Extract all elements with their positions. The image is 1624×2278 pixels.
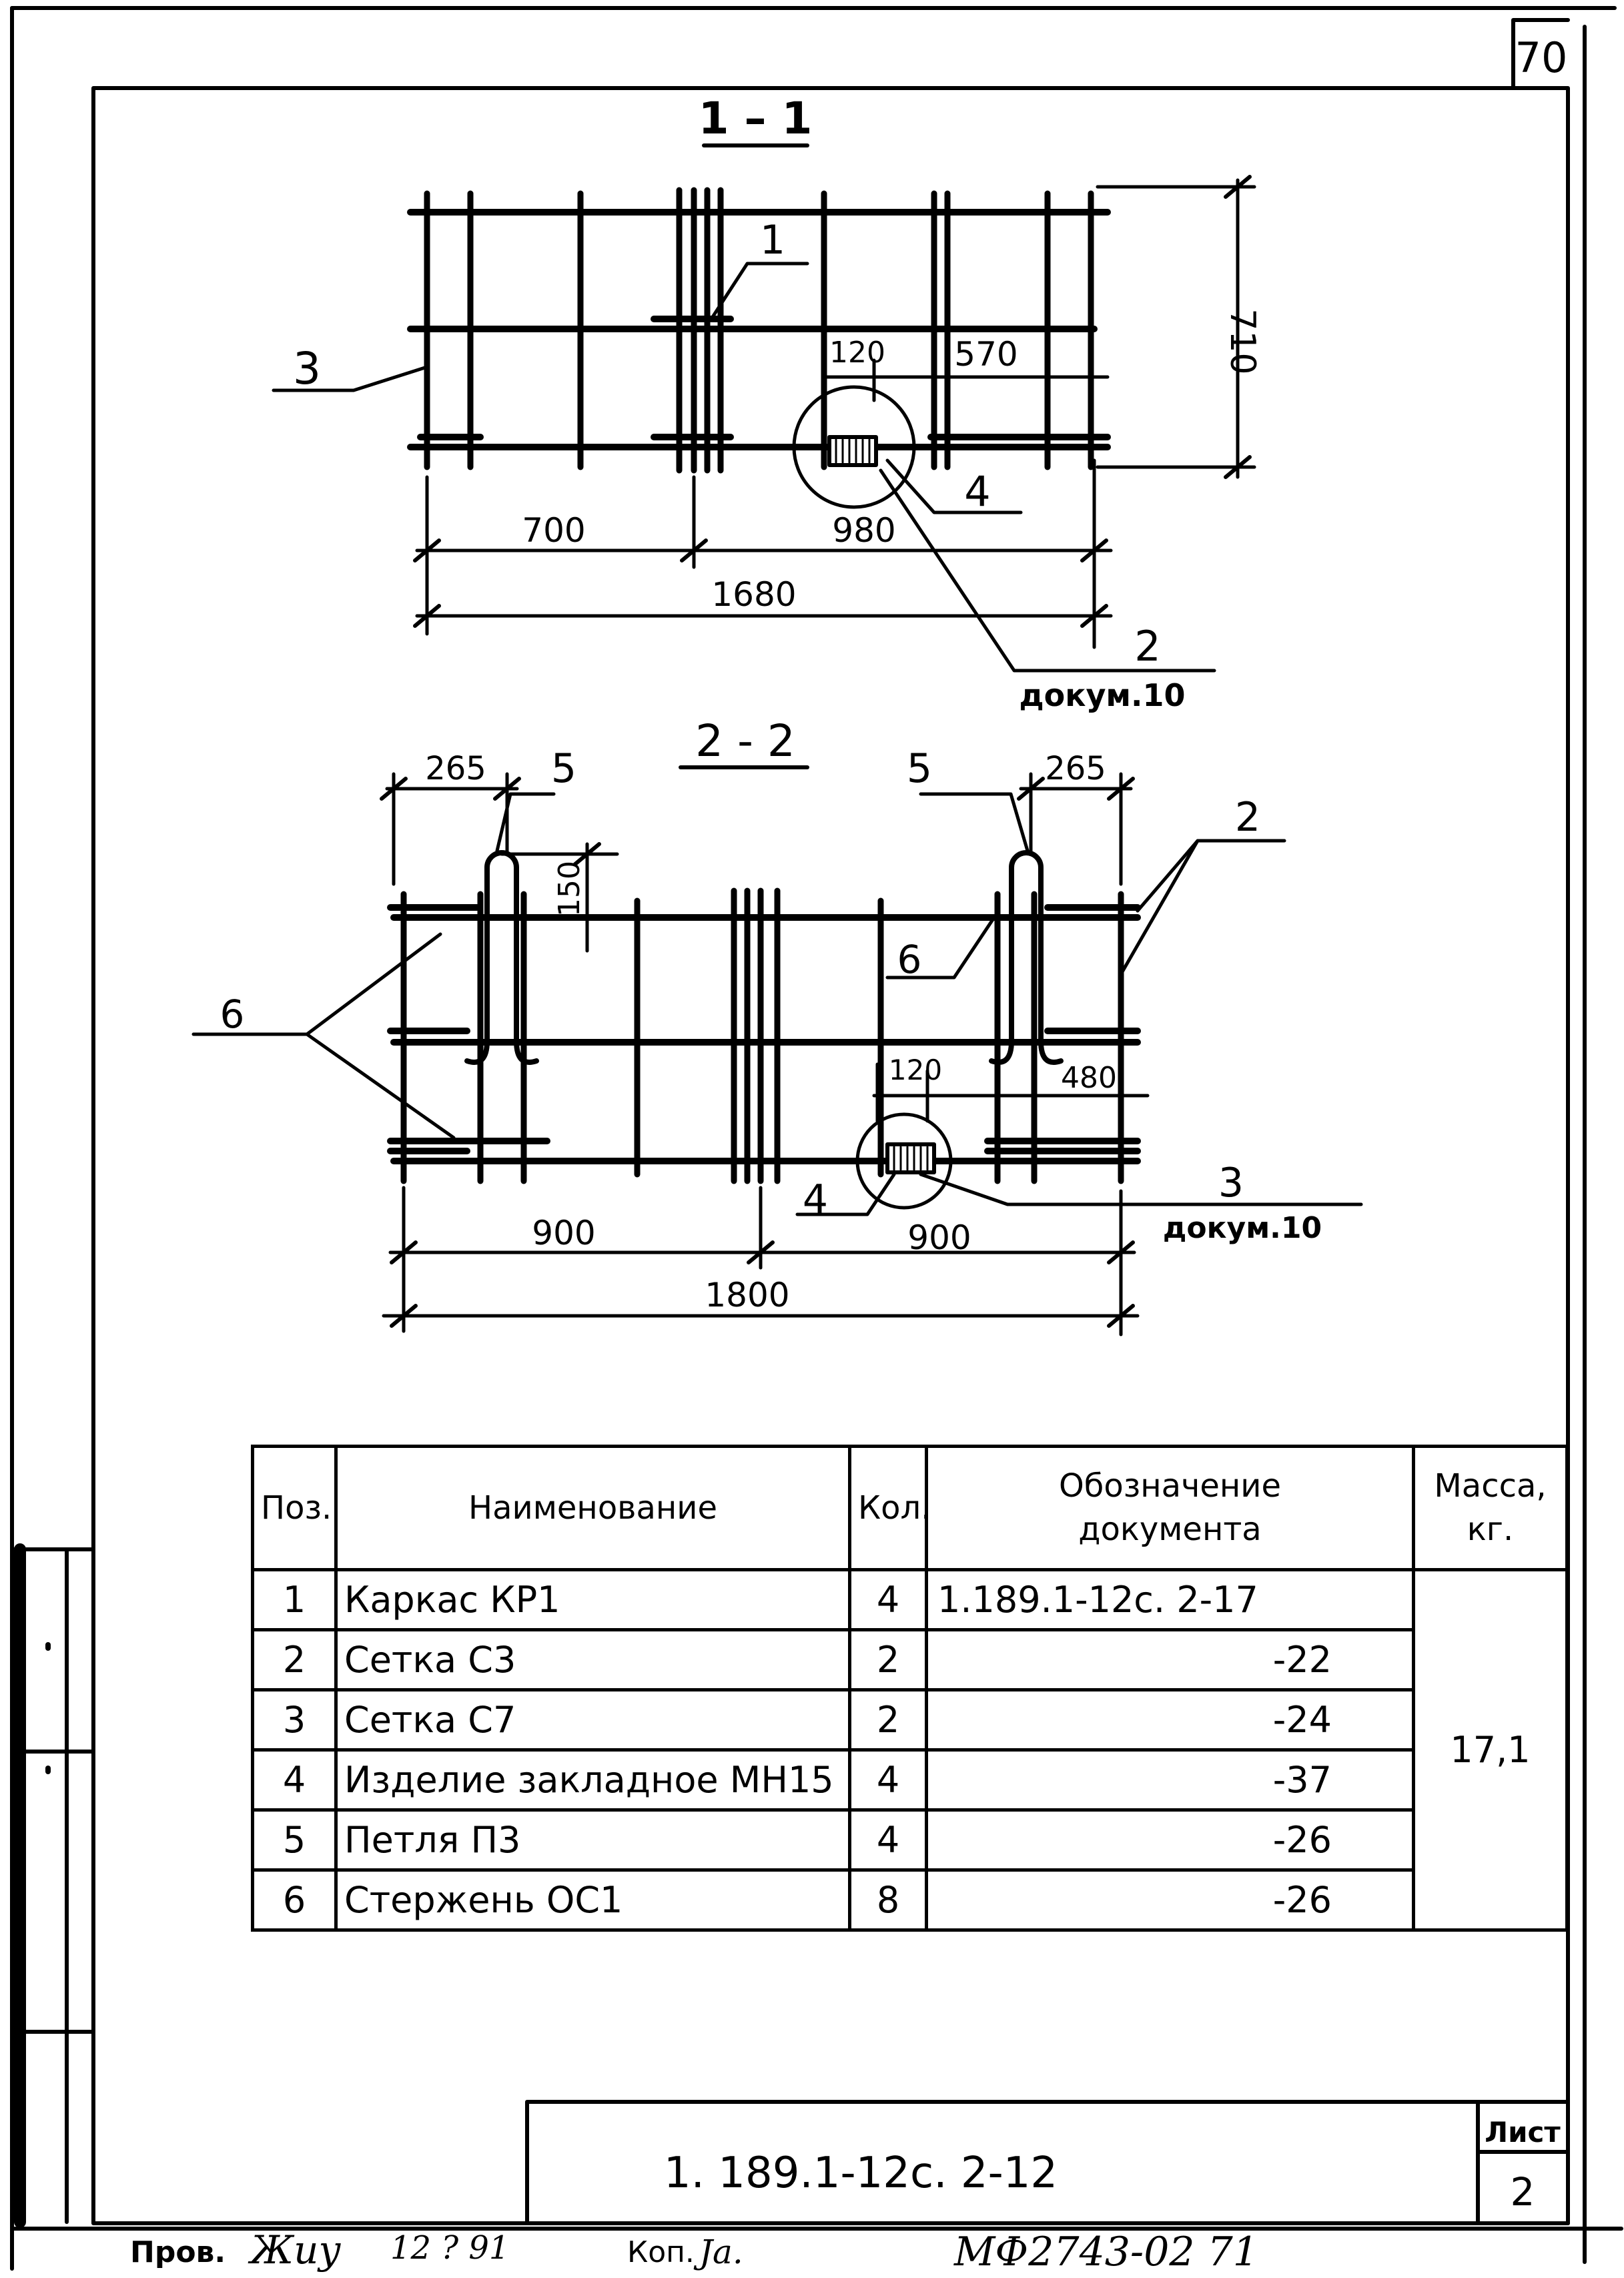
section-2-2-vertical-bars <box>400 887 1124 1184</box>
callout-embedded-2: 4 <box>803 1176 828 1223</box>
copy-signature: Ja. <box>693 2233 743 2271</box>
copy-label: Коп. <box>627 2235 695 2269</box>
section-2-2-embedded-plate <box>855 1112 953 1210</box>
dim-right-loop: 265 <box>1045 750 1106 787</box>
sheet-label: Лист <box>1485 2116 1561 2149</box>
row-name: Каркас КР1 <box>334 1568 851 1631</box>
document-designation: 1. 189.1-12с. 2-12 <box>664 2149 1058 2198</box>
dim-total-2: 1800 <box>705 1276 789 1314</box>
row-pos: 5 <box>251 1808 338 1872</box>
row-qty: 4 <box>848 1568 928 1631</box>
dim-loop-height: 150 <box>552 861 586 917</box>
row-qty: 4 <box>848 1748 928 1812</box>
dim-span-left-2: 900 <box>532 1214 595 1252</box>
row-document: -24 <box>925 1688 1415 1752</box>
sheet-number: 2 <box>1511 2169 1535 2215</box>
callout-loop-right: 5 <box>907 745 932 792</box>
drawing-labels: 70 1 – 1 1 3 120 570 710 4 700 980 1680 … <box>130 33 1567 2275</box>
row-document: -37 <box>925 1748 1415 1812</box>
section-1-1-title: 1 – 1 <box>699 93 813 144</box>
section-1-1-leader-lines <box>272 262 1216 673</box>
row-name: Сетка С3 <box>334 1628 851 1691</box>
callout-detail-number-2: 3 <box>1218 1160 1244 1206</box>
row-qty: 2 <box>848 1688 928 1752</box>
row-qty: 4 <box>848 1808 928 1872</box>
row-pos: 6 <box>251 1868 338 1932</box>
table-row: 5 Петля П3 4 -26 <box>251 1808 1567 1872</box>
callout-detail-document-2: докум.10 <box>1163 1211 1322 1245</box>
section-2-2-horizontal-bars <box>387 904 1141 1164</box>
section-2-2-dimension-lines <box>380 772 1150 1337</box>
row-name: Петля П3 <box>334 1808 851 1872</box>
callout-loop-left: 5 <box>551 745 576 792</box>
checked-date: 12 ? 91 <box>390 2229 509 2267</box>
table-row: 3 Сетка С7 2 -24 <box>251 1688 1567 1752</box>
callout-mesh-3: 3 <box>293 343 321 394</box>
table-header-row: Поз. Наименование Кол. Обозначение докуме… <box>251 1445 1569 1571</box>
header-name: Наименование <box>334 1445 851 1571</box>
dim-offset: 120 <box>829 336 885 370</box>
dim-total: 1680 <box>711 575 796 614</box>
header-mass: Масса, кг. <box>1412 1445 1569 1571</box>
row-qty: 8 <box>848 1868 928 1932</box>
dim-span-right: 980 <box>832 511 895 550</box>
row-name: Сетка С7 <box>334 1688 851 1752</box>
section-1-1-embedded-plate <box>792 385 916 509</box>
callout-frame: 1 <box>760 217 785 264</box>
dim-span-left: 700 <box>522 511 585 550</box>
row-pos: 1 <box>251 1568 338 1631</box>
header-document-line-2: документа <box>1078 1511 1262 1548</box>
specification-table: Поз. Наименование Кол. Обозначение докуме… <box>251 1445 1569 1932</box>
row-qty: 2 <box>848 1628 928 1691</box>
row-document: -26 <box>925 1808 1415 1872</box>
header-qty: Кол. <box>848 1445 931 1571</box>
row-name: Изделие закладное МН15 <box>334 1748 851 1812</box>
row-document: 1.189.1-12с. 2-17 <box>925 1568 1415 1631</box>
row-document: -22 <box>925 1628 1415 1691</box>
table-row: 6 Стержень ОС1 8 -26 <box>251 1868 1567 1932</box>
callout-mesh-2: 2 <box>1235 794 1260 841</box>
row-pos: 4 <box>251 1748 338 1812</box>
callout-detail-number: 2 <box>1134 622 1160 671</box>
checked-label: Пров. <box>130 2235 226 2269</box>
header-pos: Поз. <box>251 1445 338 1571</box>
header-document-line-1: Обозначение <box>1058 1467 1282 1505</box>
section-1-1-dimension-lines <box>413 175 1256 649</box>
table-row: 2 Сетка С3 2 -22 <box>251 1628 1567 1691</box>
header-mass-line-2: кг. <box>1467 1511 1514 1548</box>
dim-inner-2: 480 <box>1061 1061 1117 1095</box>
callout-detail-document: докум.10 <box>1019 677 1185 713</box>
section-2-2-leader-lines <box>191 792 1363 1216</box>
row-mass-total: 17,1 <box>1412 1568 1569 1932</box>
header-mass-line-1: Масса, <box>1434 1467 1547 1505</box>
callout-rod-left: 6 <box>220 992 245 1037</box>
row-name: Стержень ОС1 <box>334 1868 851 1932</box>
row-pos: 3 <box>251 1688 338 1752</box>
page-number: 70 <box>1515 33 1568 82</box>
callout-rod-mid: 6 <box>897 937 922 982</box>
dim-offset-2: 120 <box>889 1054 942 1086</box>
dim-left-loop: 265 <box>425 750 486 787</box>
callout-embedded: 4 <box>964 467 990 516</box>
dim-height: 710 <box>1222 308 1262 374</box>
dim-span-right-2: 900 <box>907 1218 971 1257</box>
table-row: 4 Изделие закладное МН15 4 -37 <box>251 1748 1567 1812</box>
archive-code: МФ2743-02 71 <box>953 2229 1258 2275</box>
section-2-2-title: 2 - 2 <box>695 715 795 767</box>
section-1-1-horizontal-bars <box>407 209 1111 450</box>
checked-signature: Жиу <box>248 2227 342 2273</box>
dim-inner: 570 <box>954 335 1018 374</box>
section-2-2-drawing <box>191 765 1363 1337</box>
section-1-1-drawing <box>272 143 1256 673</box>
header-document: Обозначение документа <box>925 1445 1415 1571</box>
row-document: -26 <box>925 1868 1415 1932</box>
table-row: 1 Каркас КР1 4 1.189.1-12с. 2-17 17,1 <box>251 1568 1569 1932</box>
sheet-frame <box>10 6 1623 2271</box>
row-pos: 2 <box>251 1628 338 1691</box>
